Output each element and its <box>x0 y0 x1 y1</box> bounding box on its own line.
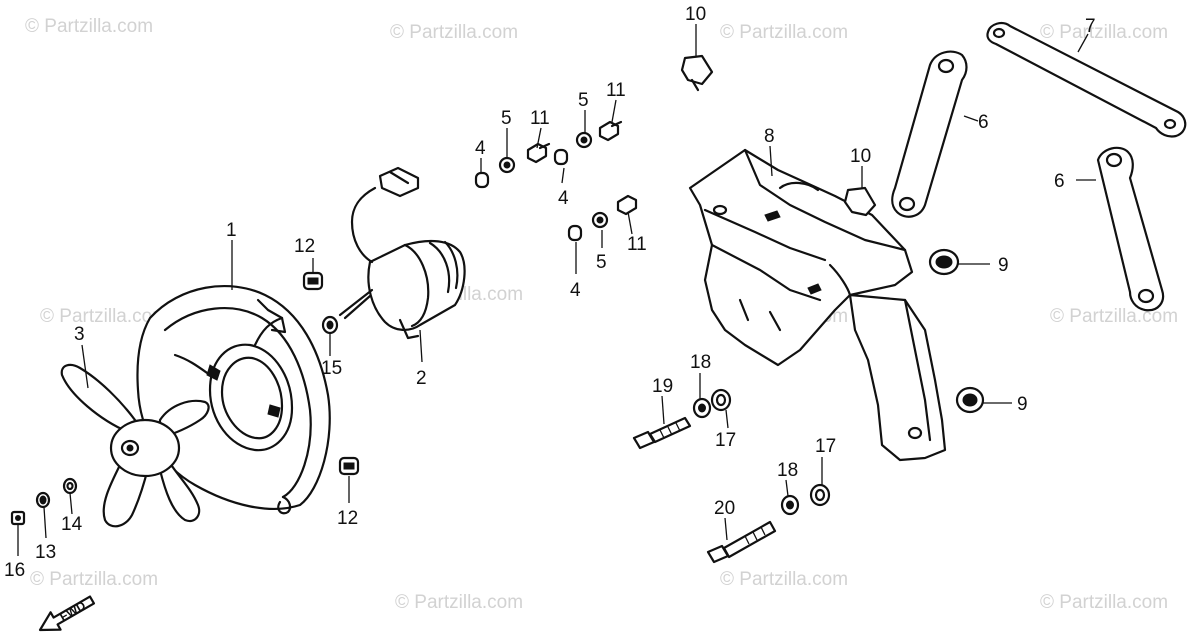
callout-16: 16 <box>4 560 25 581</box>
collar-4-c[interactable] <box>567 224 583 242</box>
watermark-text: © Partzilla.com <box>720 22 848 43</box>
washer-15[interactable] <box>321 315 339 335</box>
collar-4-b[interactable] <box>553 148 569 166</box>
bolt-20[interactable] <box>706 520 777 564</box>
watermark-text: © Partzilla.com <box>1040 592 1168 613</box>
callout-19: 19 <box>652 376 673 397</box>
bolt-11-c[interactable] <box>616 194 638 216</box>
callout-11-c: 11 <box>627 234 647 255</box>
fan-motor[interactable] <box>338 166 466 340</box>
callout-5-a: 5 <box>501 108 512 129</box>
callout-5-c: 5 <box>596 252 607 273</box>
bolt-11-a[interactable] <box>526 142 551 164</box>
callout-4-b: 4 <box>558 188 569 209</box>
washer-17-a[interactable] <box>710 388 732 412</box>
connecting-bar[interactable] <box>986 22 1187 138</box>
nut-5-b[interactable] <box>575 131 593 149</box>
callout-4-a: 4 <box>475 138 486 159</box>
watermark-text: © Partzilla.com <box>395 592 523 613</box>
fan-bracket[interactable] <box>688 148 947 462</box>
callout-10-b: 10 <box>850 146 871 167</box>
watermark-text: © Partzilla.com <box>40 306 168 327</box>
clip-upper[interactable] <box>680 54 714 92</box>
watermark-text: © Partzilla.com <box>390 22 518 43</box>
callout-20: 20 <box>714 498 735 519</box>
washer-13[interactable] <box>35 491 51 509</box>
bolt-11-b[interactable] <box>598 120 623 142</box>
collar-4-a[interactable] <box>474 171 490 189</box>
bolt-19[interactable] <box>632 416 692 450</box>
callout-4-c: 4 <box>570 280 581 301</box>
callout-9-b: 9 <box>1017 394 1028 415</box>
callout-7: 7 <box>1085 16 1096 37</box>
washer-18-b[interactable] <box>780 494 800 516</box>
watermark-text: © Partzilla.com <box>720 569 848 590</box>
callout-18-b: 18 <box>777 460 798 481</box>
callout-1: 1 <box>226 220 237 241</box>
callout-14: 14 <box>61 514 83 535</box>
washer-17-b[interactable] <box>809 483 831 507</box>
callout-12-a: 12 <box>294 236 315 257</box>
watermark-text: © Partzilla.com <box>1040 22 1168 43</box>
callout-6-a: 6 <box>978 112 989 133</box>
forward-arrow: FWD <box>38 595 96 632</box>
grommet-12-lower[interactable] <box>338 456 360 476</box>
callout-12-b: 12 <box>337 508 358 529</box>
callout-6-b: 6 <box>1054 171 1065 192</box>
callout-17-a: 17 <box>715 430 736 451</box>
cushion-lower[interactable] <box>955 386 985 414</box>
callout-2: 2 <box>416 368 427 389</box>
callout-labels: 1 2 3 4 4 4 5 5 5 6 6 7 8 9 9 10 10 11 1… <box>4 4 1096 581</box>
nut-16[interactable] <box>10 510 26 526</box>
washer-18-a[interactable] <box>692 397 712 419</box>
callout-3: 3 <box>74 324 85 345</box>
fan-blade[interactable] <box>60 363 210 528</box>
callout-17-b: 17 <box>815 436 836 457</box>
callout-10-a: 10 <box>685 4 706 25</box>
callout-8: 8 <box>764 126 775 147</box>
collar-14[interactable] <box>62 477 78 495</box>
nut-5-a[interactable] <box>498 156 516 174</box>
stay-upper[interactable] <box>891 50 968 218</box>
clip-middle[interactable] <box>843 186 877 217</box>
callout-13: 13 <box>35 542 56 563</box>
callout-18-a: 18 <box>690 352 711 373</box>
callout-11-b: 11 <box>606 80 626 101</box>
grommet-12-upper[interactable] <box>302 271 324 291</box>
callout-9-a: 9 <box>998 255 1009 276</box>
watermark-text: © Partzilla.com <box>25 16 153 37</box>
stay-lower[interactable] <box>1096 146 1165 312</box>
callout-11-a: 11 <box>530 108 550 129</box>
leader-lines <box>17 24 1096 556</box>
callout-15: 15 <box>321 358 342 379</box>
callout-5-b: 5 <box>578 90 589 111</box>
fan-shroud[interactable] <box>136 284 331 515</box>
watermark-text: © Partzilla.com <box>30 569 158 590</box>
cushion-upper[interactable] <box>928 248 960 276</box>
nut-5-c[interactable] <box>591 211 609 229</box>
watermark-text: © Partzilla.com <box>1050 306 1178 327</box>
